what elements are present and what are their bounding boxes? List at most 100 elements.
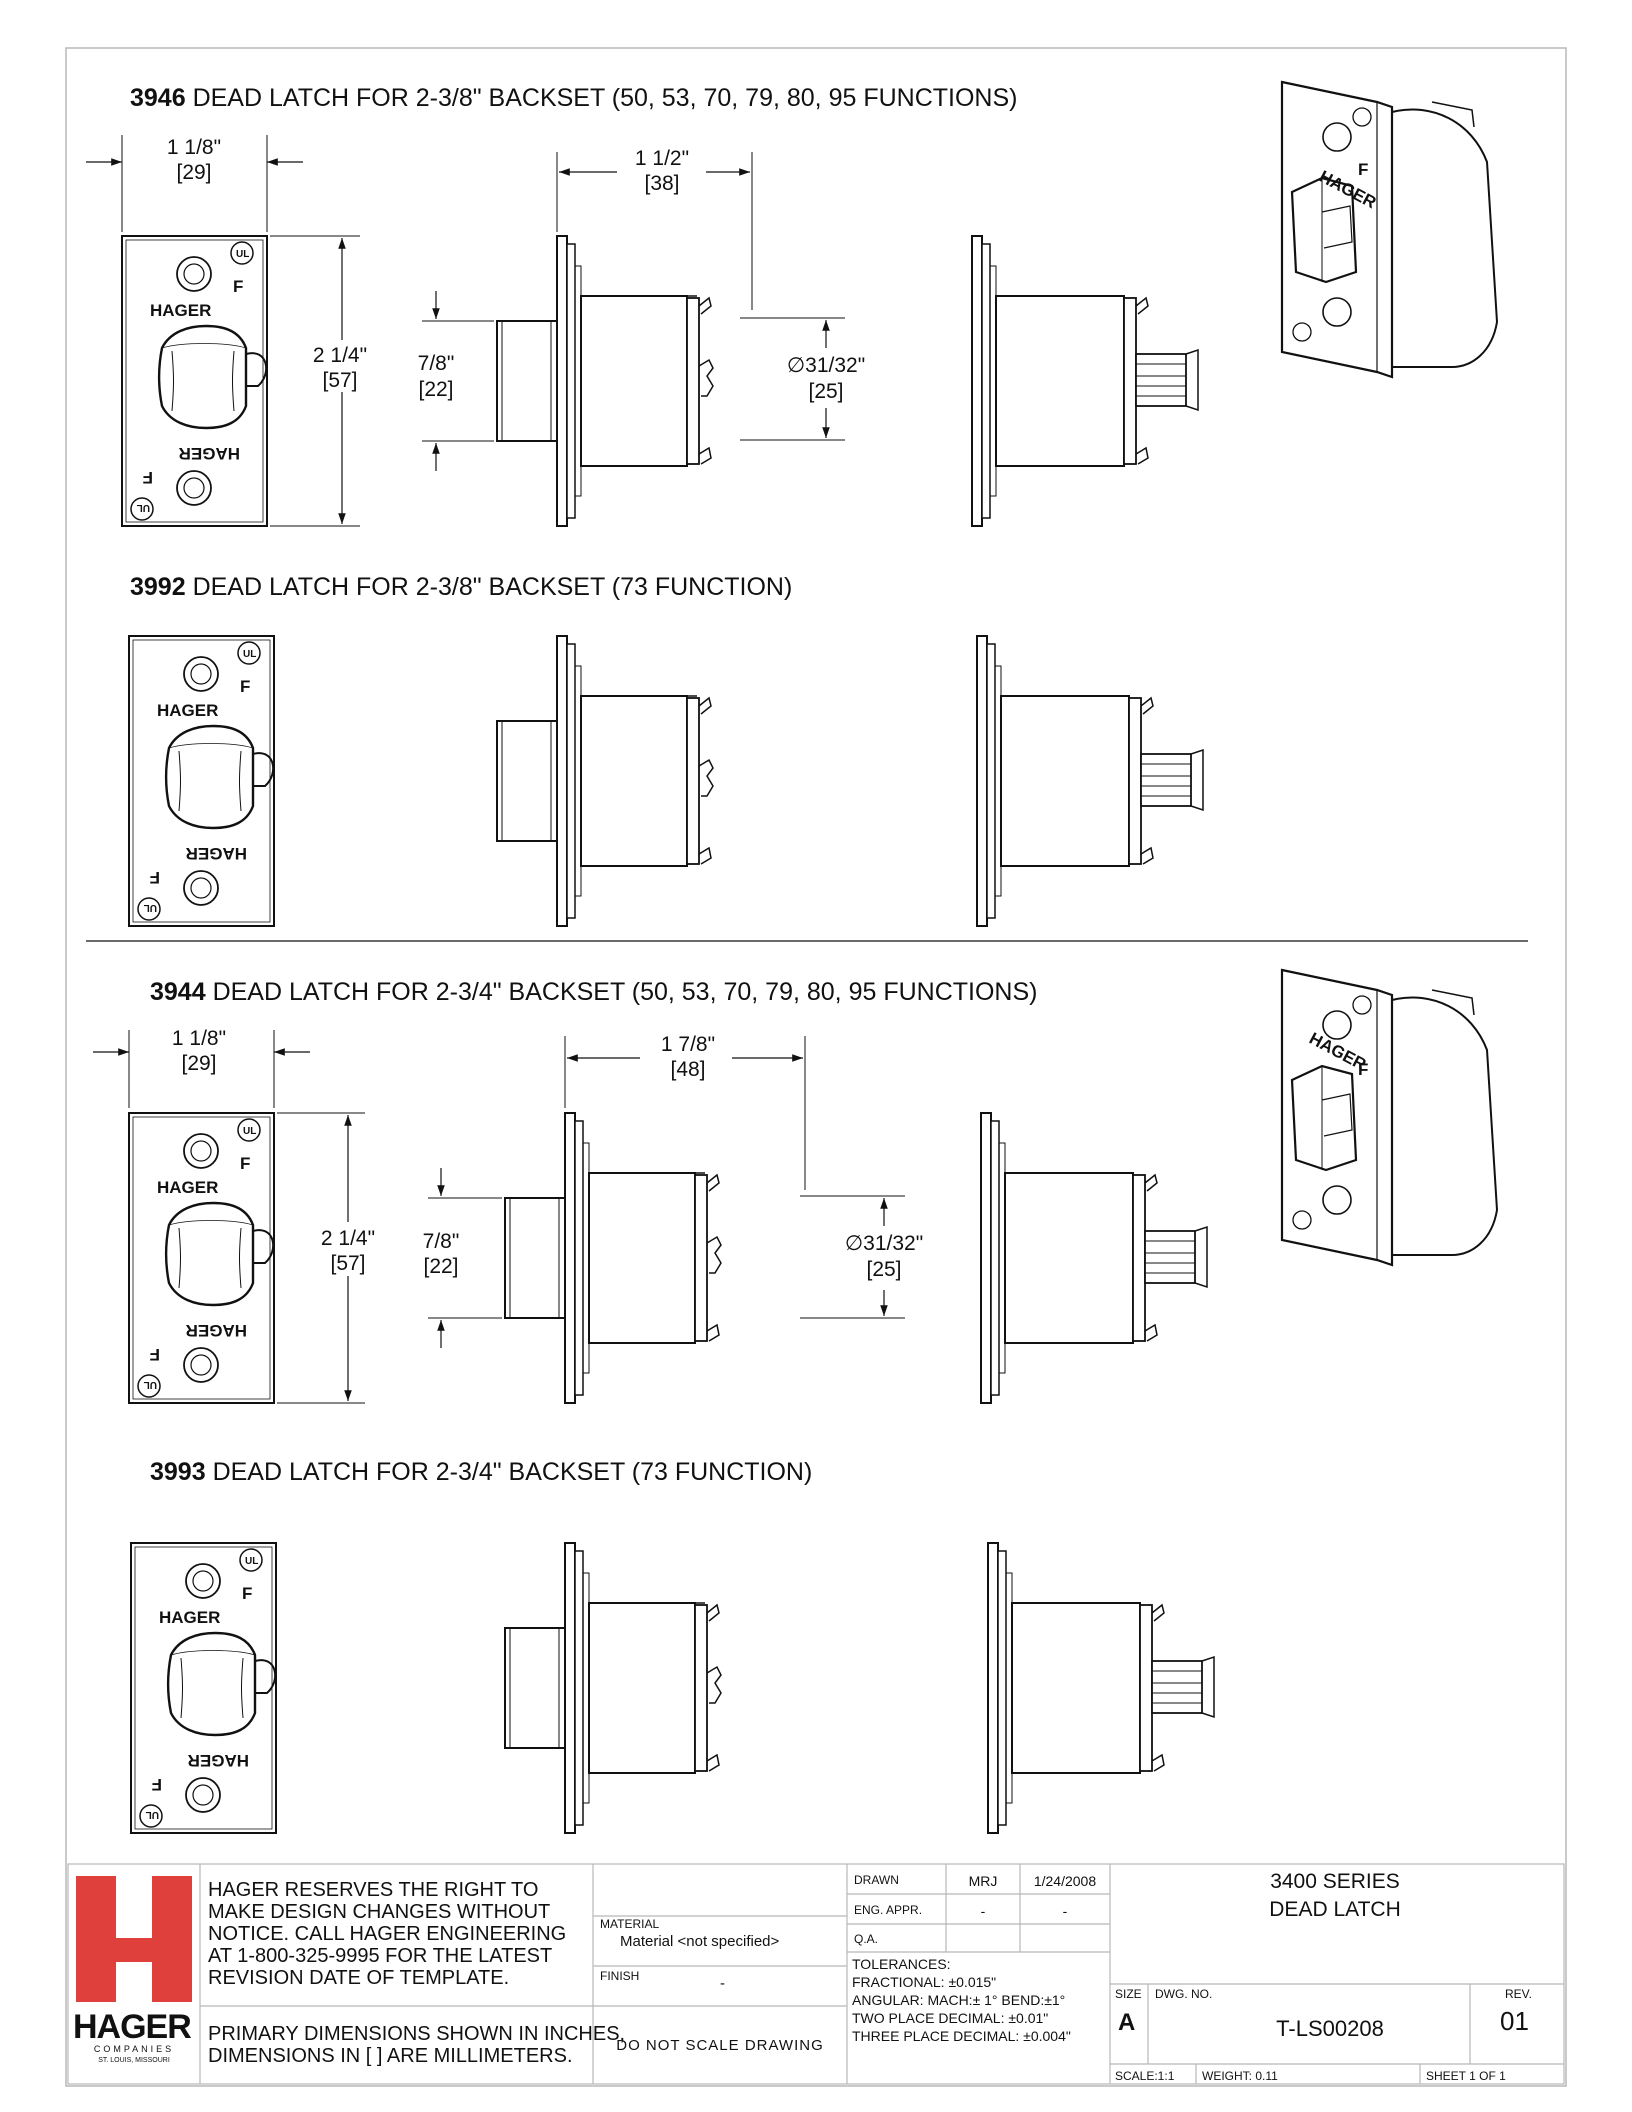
svg-text:SCALE:1:1: SCALE:1:1 [1115,2069,1175,2083]
dimension-bolt-height-3944: 7/8" [22] [423,1168,502,1348]
svg-text:UL: UL [137,502,150,513]
svg-text:UL: UL [245,1556,258,1567]
svg-text:[38]: [38] [644,172,679,195]
svg-text:MATERIAL: MATERIAL [600,1917,659,1931]
svg-text:[22]: [22] [418,378,453,401]
svg-text:1 1/8": 1 1/8" [167,136,221,159]
svg-text:HAGER: HAGER [159,1608,220,1627]
plate-front-view-3993: HAGER F UL HAGER F UL [129,1541,278,1835]
svg-text:F: F [150,1345,160,1364]
svg-text:UL: UL [236,249,249,260]
svg-text:WEIGHT: 0.11: WEIGHT: 0.11 [1202,2069,1278,2083]
dimension-length-3944: 1 7/8" [48] [564,1033,806,1190]
dimension-plate-height-3944: 2 1/4" [57] [277,1112,375,1404]
svg-text:THREE PLACE DECIMAL: ±0.004": THREE PLACE DECIMAL: ±0.004" [852,2028,1071,2044]
svg-text:F: F [242,1584,252,1603]
dimension-length-3946: 1 1/2" [38] [556,147,753,310]
svg-text:SHEET 1 OF 1: SHEET 1 OF 1 [1426,2069,1506,2083]
svg-text:F: F [1358,160,1368,179]
plate-front-view-3944: HAGER F UL HAGER F UL [127,1111,276,1405]
latch-side-view-3993 [504,1542,722,1834]
drawing-number: T-LS00208 [1276,2016,1384,2041]
svg-text:F: F [240,1154,250,1173]
svg-text:F: F [240,677,250,696]
svg-text:DWG. NO.: DWG. NO. [1155,1987,1212,2001]
section-heading-3993: 3993 DEAD LATCH FOR 2-3/4" BACKSET (73 F… [150,1458,812,1486]
latch-side-view-3944 [504,1112,722,1404]
latch-retracted-view-3992 [976,635,1204,927]
svg-text:A: A [1118,2009,1135,2036]
svg-text:HAGER: HAGER [157,701,218,720]
svg-text:1 7/8": 1 7/8" [661,1033,715,1056]
svg-text:HAGER: HAGER [179,444,240,463]
isometric-view-3944: HAGER F [1280,968,1499,1267]
svg-text:2 1/4": 2 1/4" [313,344,367,367]
svg-text:-: - [981,1903,986,1919]
section-heading-3946: 3946 DEAD LATCH FOR 2-3/8" BACKSET (50, … [130,84,1017,112]
svg-text:[25]: [25] [808,380,843,403]
hager-logo: HAGER COMPANIES ST. LOUIS, MISSOURI [73,1876,192,2064]
latch-retracted-view-3944 [980,1112,1208,1404]
material-finish: MATERIAL Material <not specified> FINISH… [600,1917,824,2054]
dimension-plate-height-3946: 2 1/4" [57] [270,235,367,527]
svg-text:∅31/32": ∅31/32" [787,354,865,377]
svg-text:[25]: [25] [866,1258,901,1281]
dimension-plate-width-3946: 1 1/8" [29] [86,135,303,232]
svg-text:F: F [233,277,243,296]
svg-text:[57]: [57] [322,369,357,392]
plate-front-view-3992: HAGER F UL HAGER F UL [127,634,276,928]
svg-text:HAGER RESERVES THE RIGHT TO: HAGER RESERVES THE RIGHT TO [208,1879,538,1901]
svg-text:Q.A.: Q.A. [854,1932,878,1946]
svg-text:[22]: [22] [423,1255,458,1278]
svg-text:1/24/2008: 1/24/2008 [1034,1873,1096,1889]
svg-text:UL: UL [146,1809,159,1820]
svg-text:UL: UL [144,1379,157,1390]
svg-text:FRACTIONAL: ±0.015": FRACTIONAL: ±0.015" [852,1974,996,1990]
section-heading-3944: 3944 DEAD LATCH FOR 2-3/4" BACKSET (50, … [150,978,1037,1006]
drawing-title-line-2: DEAD LATCH [1269,1898,1400,1921]
svg-text:NOTICE. CALL HAGER ENGINEERIN: NOTICE. CALL HAGER ENGINEERING [208,1923,566,1945]
svg-text:[48]: [48] [670,1058,705,1081]
svg-text:COMPANIES: COMPANIES [94,2044,174,2054]
drawing-title: 3400 SERIES DEAD LATCH SIZE A DWG. NO. T… [1115,1870,1532,2083]
approvals: DRAWN MRJ 1/24/2008 ENG. APPR. - - Q.A. … [852,1873,1096,2044]
svg-text:01: 01 [1500,2006,1529,2036]
svg-text:MAKE DESIGN CHANGES WITHOUT: MAKE DESIGN CHANGES WITHOUT [208,1901,550,1923]
latch-retracted-view-3946 [971,235,1199,527]
svg-text:TWO PLACE DECIMAL: ±0.01": TWO PLACE DECIMAL: ±0.01" [852,2010,1048,2026]
latch-side-view-3992 [496,635,714,927]
svg-text:1 1/8": 1 1/8" [172,1027,226,1050]
svg-text:HAGER: HAGER [186,1321,247,1340]
svg-text:UL: UL [243,1126,256,1137]
svg-text:1 1/2": 1 1/2" [635,147,689,170]
dimension-diameter-3946: ∅31/32" [25] [740,317,865,441]
dimension-diameter-3944: ∅31/32" [25] [800,1195,923,1319]
drawing-title-line-1: 3400 SERIES [1270,1870,1400,1893]
isometric-view-3946: HAGER F [1280,80,1499,379]
svg-text:HAGER: HAGER [186,844,247,863]
svg-text:DRAWN: DRAWN [854,1873,899,1887]
plate-front-view-3946: HAGER F UL HAGER F UL [120,234,269,528]
svg-text:Material <not specified>: Material <not specified> [620,1933,779,1950]
svg-text:F: F [143,468,153,487]
svg-text:7/8": 7/8" [423,1230,460,1253]
svg-text:ST. LOUIS, MISSOURI: ST. LOUIS, MISSOURI [98,2057,170,2064]
svg-text:UL: UL [144,902,157,913]
notice-text: HAGER RESERVES THE RIGHT TO MAKE DESIGN … [208,1879,625,2067]
svg-text:DO NOT SCALE DRAWING: DO NOT SCALE DRAWING [616,2037,824,2054]
svg-text:[29]: [29] [181,1052,216,1075]
logo-wordmark: HAGER [73,2008,191,2046]
svg-text:DIMENSIONS IN [ ] ARE MILLIMET: DIMENSIONS IN [ ] ARE MILLIMETERS. [208,2045,573,2067]
latch-retracted-view-3993 [987,1542,1215,1834]
svg-text:F: F [1358,1060,1368,1079]
svg-text:[29]: [29] [176,161,211,184]
dimension-plate-width-3944: 1 1/8" [29] [93,1027,310,1108]
svg-text:[57]: [57] [330,1252,365,1275]
svg-text:7/8": 7/8" [418,352,455,375]
svg-text:UL: UL [243,649,256,660]
svg-text:ENG. APPR.: ENG. APPR. [854,1903,922,1917]
svg-text:-: - [720,1975,725,1992]
svg-text:F: F [152,1775,162,1794]
plate-brand-label: HAGER [150,301,211,320]
